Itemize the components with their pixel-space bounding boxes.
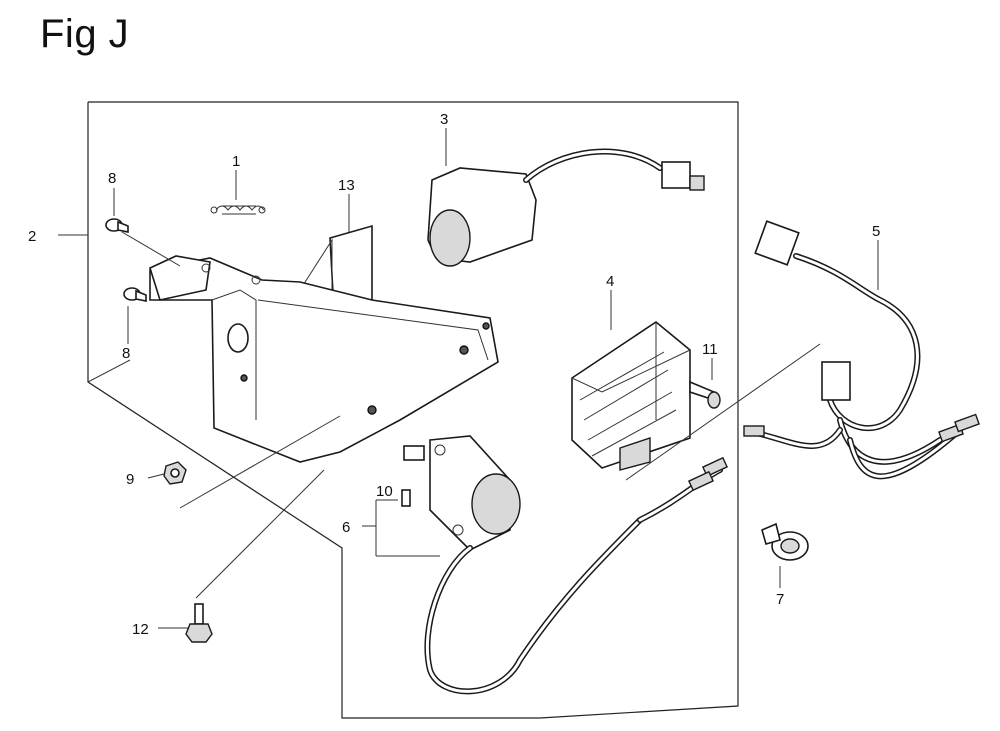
callout-6: 6 <box>342 519 350 536</box>
clip-part-7 <box>761 522 809 561</box>
callout-4: 4 <box>606 273 614 290</box>
solenoid-part-6 <box>403 435 729 695</box>
callouts: 2 8 8 1 13 3 4 11 5 9 10 6 7 12 <box>28 111 880 638</box>
assembly-outline <box>87 101 739 719</box>
callout-1: 1 <box>232 153 240 170</box>
callout-8-lower: 8 <box>122 345 130 362</box>
nut-part-9 <box>163 461 187 485</box>
callout-9: 9 <box>126 471 134 488</box>
callout-11: 11 <box>702 341 718 358</box>
callout-3: 3 <box>440 111 448 128</box>
callout-7: 7 <box>776 591 784 608</box>
callout-5: 5 <box>872 223 880 240</box>
bolt-part-12 <box>185 603 213 643</box>
callout-8-upper: 8 <box>108 170 116 187</box>
callout-12: 12 <box>132 621 149 638</box>
leader-lines <box>58 128 879 629</box>
figure-title: Fig J <box>40 12 130 56</box>
screw-part-8-upper <box>105 218 129 233</box>
screw-part-11 <box>689 380 721 409</box>
regulator-part-4 <box>571 321 691 471</box>
wire-harness-part-5 <box>743 220 980 480</box>
screw-part-8-lower <box>123 287 147 302</box>
callout-2: 2 <box>28 228 36 245</box>
screw-part-10 <box>401 489 411 507</box>
callout-13: 13 <box>338 177 355 194</box>
main-bracket-part-2 <box>149 255 499 463</box>
coil-part-3 <box>427 148 705 267</box>
callout-10: 10 <box>376 483 393 500</box>
spring-part-1 <box>210 205 266 215</box>
